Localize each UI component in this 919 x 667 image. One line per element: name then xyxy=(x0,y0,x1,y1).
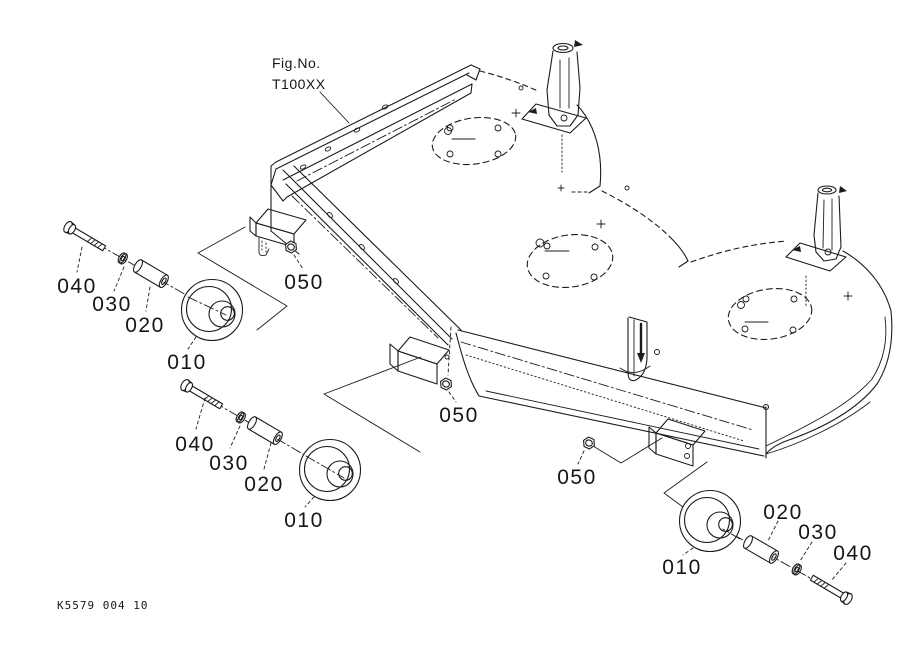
figure-number-value: T100XX xyxy=(272,76,326,92)
front-rail xyxy=(270,64,481,202)
spacer xyxy=(131,257,171,290)
gauge-bracket-top-left xyxy=(521,40,587,173)
deck-right-skirt xyxy=(762,310,893,459)
drawing-code: K5579 004 10 xyxy=(57,599,148,612)
spacer xyxy=(741,533,781,566)
nut xyxy=(580,435,598,451)
callout-nut-050: 050 xyxy=(557,466,597,489)
bolt xyxy=(61,219,108,255)
callout-spacer-020: 020 xyxy=(125,314,165,337)
mower-deck xyxy=(249,40,893,467)
callout-bolt-040: 040 xyxy=(175,433,215,456)
callout-leaders xyxy=(76,91,847,582)
callout-bolt-040: 040 xyxy=(57,275,97,298)
caster-wheel xyxy=(180,278,244,342)
callout-wheel-010: 010 xyxy=(662,556,702,579)
deck-front-right-face xyxy=(455,329,767,457)
figure-number-label: Fig.No. xyxy=(272,55,321,71)
wheel-assembly-front-left xyxy=(61,219,300,342)
washer xyxy=(234,410,248,425)
callout-washer-030: 030 xyxy=(798,521,838,544)
caster-wheel xyxy=(678,489,742,553)
wheel-assembly-front-center xyxy=(178,376,455,502)
spindle-opening-2 xyxy=(526,234,614,288)
gauge-bracket-top-right xyxy=(785,185,847,309)
callout-wheel-010: 010 xyxy=(167,351,207,374)
wheel-mount-bracket-right xyxy=(648,418,706,467)
deck-front-left-face xyxy=(270,165,462,346)
nut xyxy=(437,376,455,392)
spindle-opening-3 xyxy=(727,288,813,340)
callout-nut-050: 050 xyxy=(284,271,324,294)
wheel-mount-bracket-middle xyxy=(389,336,450,385)
callout-wheel-010: 010 xyxy=(284,509,324,532)
bolt xyxy=(808,571,855,607)
wheel-assembly-front-right xyxy=(580,435,855,607)
wheel-mount-bracket-left xyxy=(249,208,307,257)
callout-spacer-020: 020 xyxy=(763,501,803,524)
callout-nut-050: 050 xyxy=(439,404,479,427)
deck-rear-edge xyxy=(479,70,892,312)
callout-washer-030: 030 xyxy=(92,293,132,316)
bolt xyxy=(178,377,225,413)
spacer xyxy=(245,414,285,447)
washer xyxy=(116,251,130,266)
spindle-opening-1 xyxy=(431,116,517,166)
callout-bolt-040: 040 xyxy=(833,542,873,565)
callout-spacer-020: 020 xyxy=(244,473,284,496)
callout-washer-030: 030 xyxy=(209,452,249,475)
assembly-pointer-wedges xyxy=(197,226,708,508)
hanger-strap-bracket xyxy=(619,316,660,382)
washer xyxy=(790,562,804,577)
